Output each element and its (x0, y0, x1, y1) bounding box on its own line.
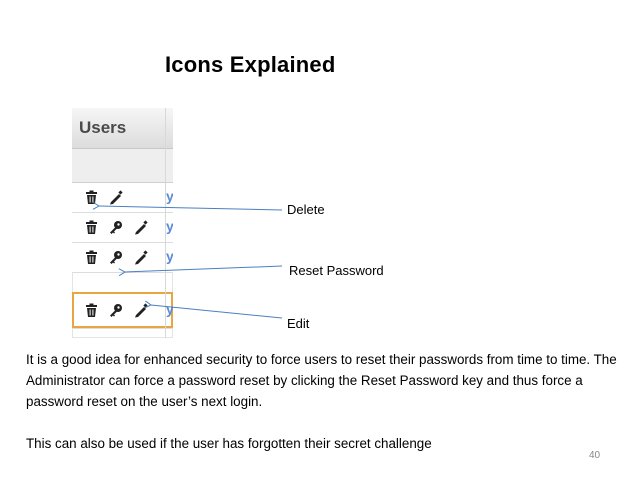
key-icon[interactable] (108, 250, 123, 265)
trash-icon[interactable] (84, 250, 99, 265)
body-paragraph-1: It is a good idea for enhanced security … (26, 352, 617, 409)
pencil-icon[interactable] (108, 190, 123, 205)
users-table-screenshot: Users y y y (72, 108, 173, 338)
callout-delete: Delete (287, 202, 325, 217)
table-row-selected: y (72, 292, 173, 329)
table-header-row (72, 149, 173, 183)
key-icon[interactable] (108, 303, 123, 318)
trash-icon[interactable] (84, 190, 99, 205)
trash-icon[interactable] (84, 220, 99, 235)
users-panel-title: Users (79, 118, 127, 137)
column-divider (165, 108, 166, 338)
pencil-icon[interactable] (133, 250, 148, 265)
user-link[interactable]: y (166, 248, 173, 264)
user-link[interactable]: y (166, 188, 173, 204)
page-number: 40 (589, 450, 601, 461)
key-icon[interactable] (108, 220, 123, 235)
callout-reset-password: Reset Password (289, 263, 384, 278)
trash-icon[interactable] (84, 303, 99, 318)
slide-title: Icons Explained (165, 52, 336, 77)
user-link[interactable]: y (166, 301, 173, 317)
pencil-icon[interactable] (133, 220, 148, 235)
table-row: y (72, 183, 173, 213)
users-panel-header: Users (72, 108, 173, 149)
body-paragraph-2: This can also be used if the user has fo… (26, 436, 432, 451)
table-row: y (72, 213, 173, 243)
callout-edit: Edit (287, 316, 310, 331)
table-row: y (72, 243, 173, 273)
body-text: It is a good idea for enhanced security … (26, 349, 626, 454)
pencil-icon[interactable] (133, 303, 148, 318)
user-link[interactable]: y (166, 218, 173, 234)
